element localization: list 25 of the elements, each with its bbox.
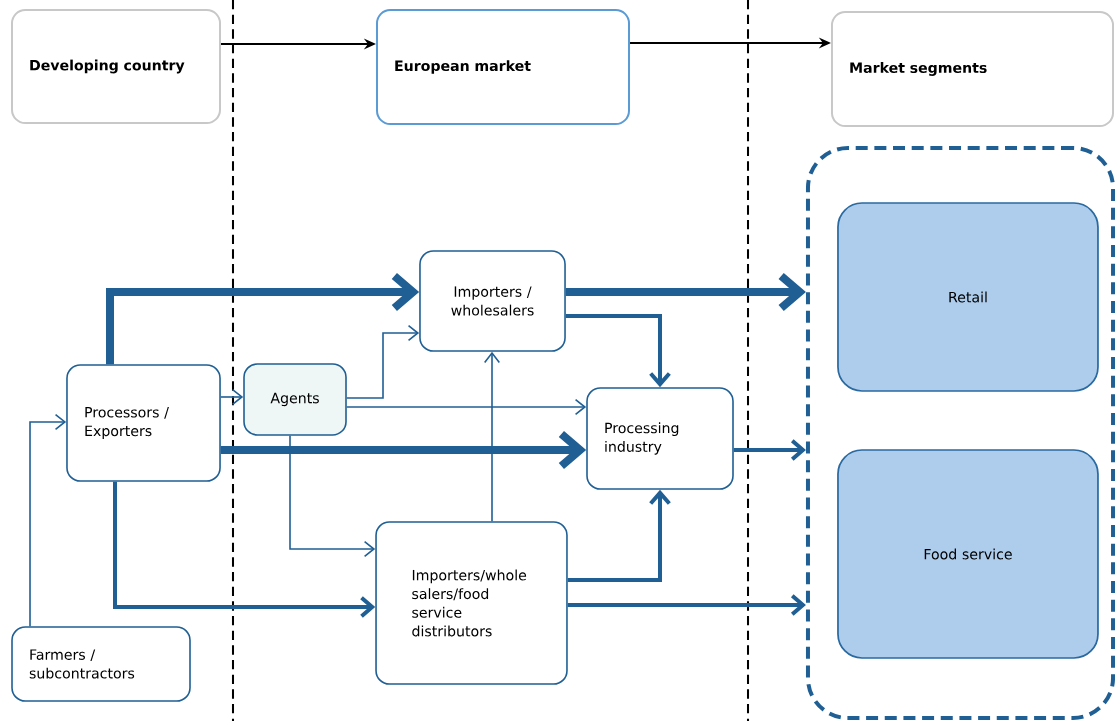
- heading-box: Market segments: [830, 11, 1115, 127]
- segment-box: Retail: [837, 202, 1099, 392]
- arrow: [289, 434, 376, 558]
- segment-box: Food service: [837, 449, 1099, 659]
- arrow: [346, 324, 420, 399]
- heading-box: European market: [376, 9, 630, 125]
- process-box: Processors / Exporters: [66, 364, 221, 482]
- process-box: Processing industry: [586, 387, 734, 490]
- arrow: [483, 351, 501, 522]
- arrow: [733, 439, 806, 461]
- heading-box: Developing country: [11, 8, 221, 125]
- arrow: [220, 388, 244, 406]
- segment-group: [805, 146, 1115, 720]
- process-box: Importers / wholesalers: [419, 250, 566, 352]
- arrow: [346, 398, 587, 416]
- arrow: [565, 314, 671, 388]
- process-box: Farmers / subcontractors: [11, 626, 191, 702]
- arrow: [29, 413, 67, 627]
- process-box: Importers/whole salers/food service distributors: [375, 521, 568, 685]
- process-box: Agents: [243, 363, 347, 436]
- arrow: [113, 481, 376, 618]
- arrow: [567, 489, 671, 582]
- arrow: [567, 594, 806, 616]
- arrow: [565, 272, 806, 312]
- arrow: [220, 430, 587, 470]
